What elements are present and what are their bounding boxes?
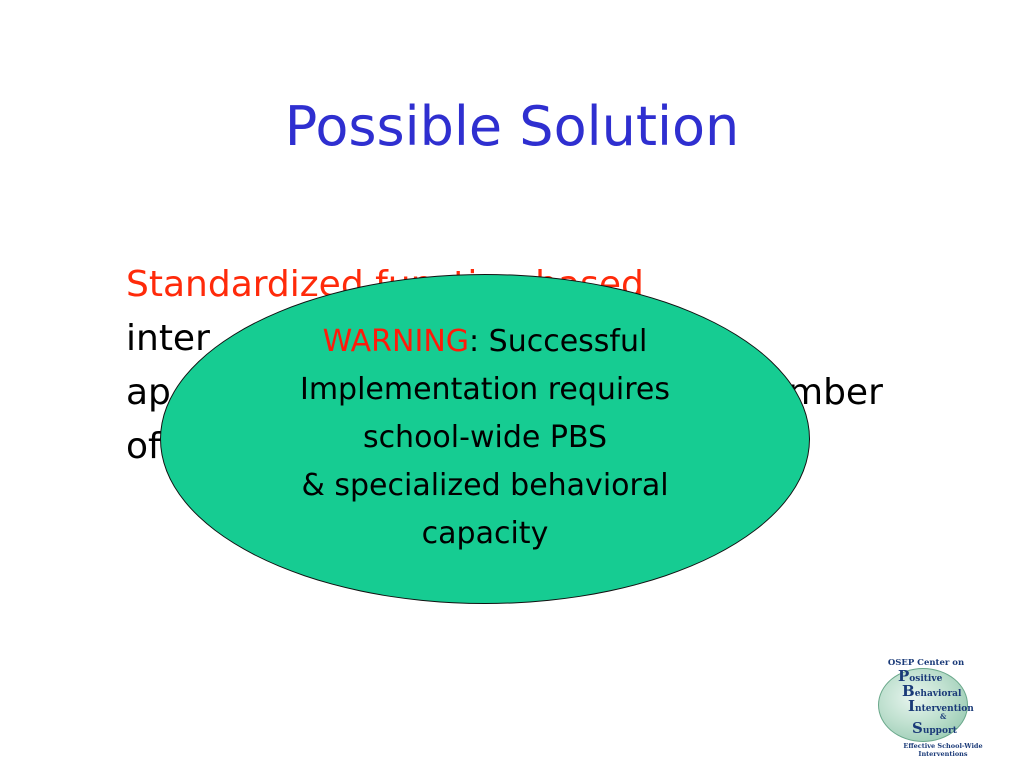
warning-line-3: school-wide PBS [362, 420, 608, 455]
body-line-4: of [126, 420, 946, 474]
warning-oval [160, 274, 810, 604]
logo-letter-b: B [902, 682, 915, 700]
warning-line-1: : Successful [469, 324, 648, 359]
warning-label: WARNING [322, 324, 470, 359]
warning-text: WARNING: Successful Implementation requi… [160, 318, 810, 558]
logo-letter-i: I [908, 697, 916, 715]
logo-top-text: OSEP Center on [887, 658, 965, 668]
slide-title: Possible Solution [284, 95, 740, 158]
logo-disc [878, 668, 968, 742]
logo-word-positive: ositive [909, 674, 943, 684]
logo-letters: Positive Behavioral Intervention & Suppo… [898, 667, 1008, 737]
logo-letter-p: P [898, 667, 910, 685]
body-line-3-left: ap [126, 372, 171, 413]
warning-line-4: & specialized behavioral [301, 468, 669, 503]
body-line-2-left: inter [126, 318, 210, 359]
warning-line-5: capacity [421, 516, 549, 551]
logo-ampersand: & [940, 712, 947, 721]
body-line-4-left: of [126, 426, 161, 467]
logo-letter-s: S [912, 719, 923, 737]
pbis-logo: OSEP Center on Positive Behavioral Inter… [874, 656, 1010, 758]
logo-bottom-text: Effective School-Wide Interventions [903, 742, 983, 758]
logo-word-intervention: ntervention [915, 704, 974, 714]
logo-word-support: upport [922, 726, 957, 736]
logo-word-behavioral: ehavioral [914, 689, 962, 699]
warning-line-2: Implementation requires [299, 372, 671, 407]
